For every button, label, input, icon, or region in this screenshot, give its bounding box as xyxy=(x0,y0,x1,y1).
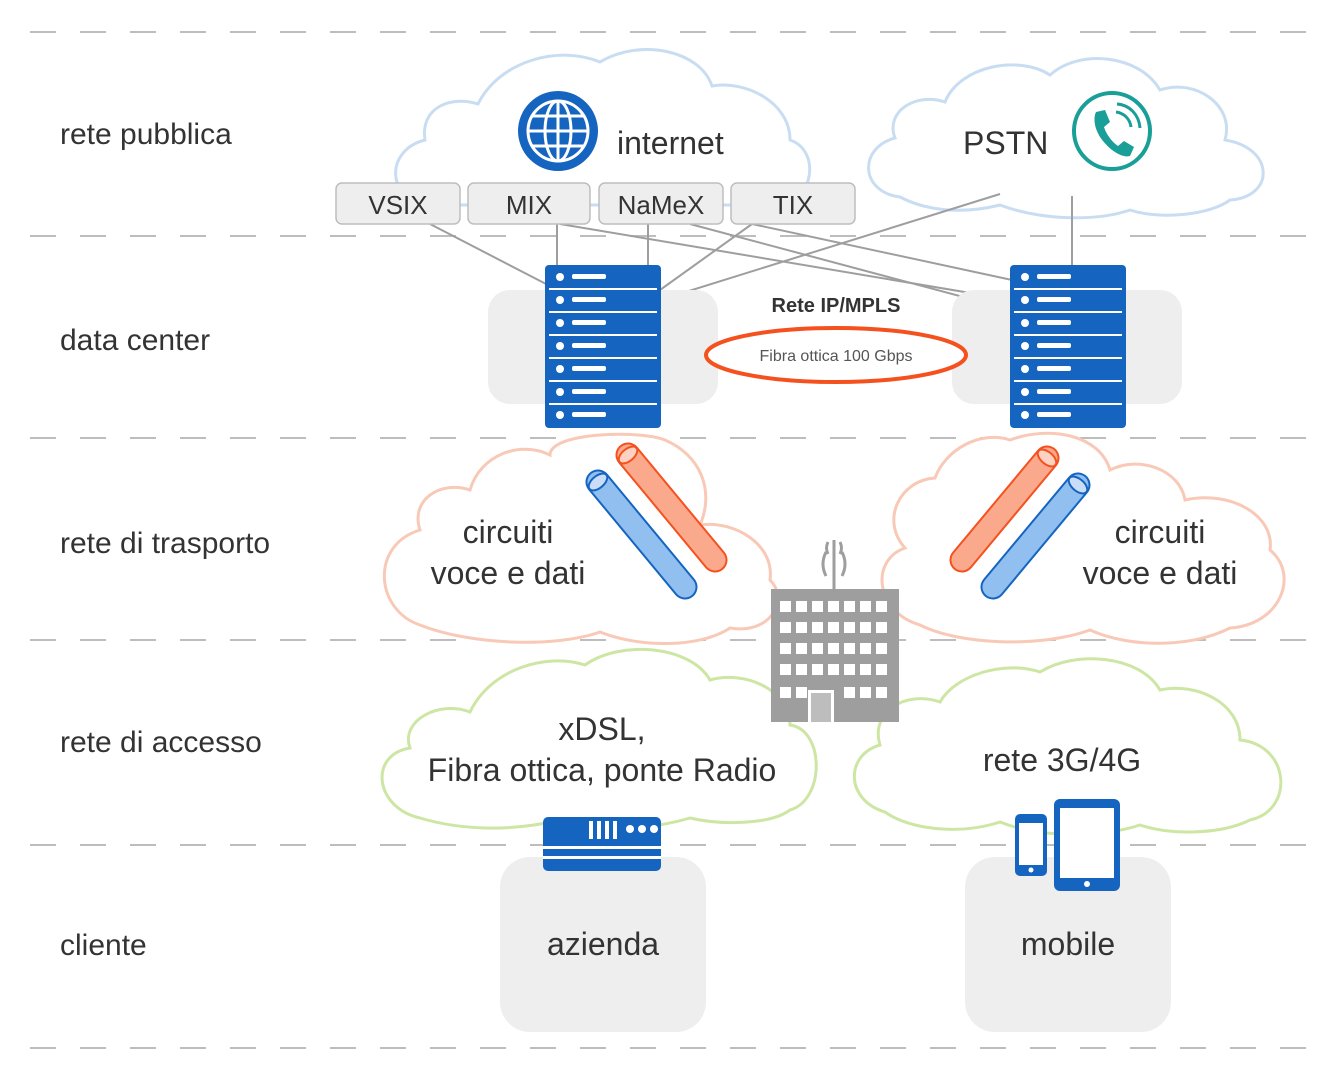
modem-icon xyxy=(543,817,661,871)
layer-label-client: cliente xyxy=(60,929,147,962)
layer-label-public: rete pubblica xyxy=(60,118,232,151)
exchange-label-namex: NaMeX xyxy=(618,190,705,220)
access-left-line1: xDSL, xyxy=(558,711,645,747)
mpls-title: Rete IP/MPLS xyxy=(772,295,901,317)
fiber-tube-icon xyxy=(949,445,1060,573)
access-right-line1: rete 3G/4G xyxy=(983,742,1141,778)
globe-icon xyxy=(518,91,598,171)
transport-left-line1: circuiti xyxy=(463,514,554,550)
transport-left-line2: voce e dati xyxy=(431,555,586,591)
exchange-label-vsix: VSIX xyxy=(368,190,427,220)
client-right-label: mobile xyxy=(1021,926,1115,962)
exchange-label-tix: TIX xyxy=(773,190,813,220)
layer-label-transport: rete di trasporto xyxy=(60,527,270,560)
exchange-label-mix: MIX xyxy=(506,190,552,220)
pstn-label: PSTN xyxy=(963,125,1048,161)
server-rack-icon xyxy=(1010,265,1126,428)
exchange-points: VSIX MIX NaMeX TIX xyxy=(335,182,856,225)
client-panel-left xyxy=(500,857,706,1032)
fiber-tube-icon xyxy=(615,442,728,573)
internet-label: internet xyxy=(617,125,724,161)
transport-right-line2: voce e dati xyxy=(1083,555,1238,591)
exchange-box-tix xyxy=(730,182,856,225)
internet-cloud xyxy=(394,48,812,207)
transport-cloud-left xyxy=(382,432,780,645)
transport-cloud-right xyxy=(880,431,1286,645)
fiber-tube-icon xyxy=(980,472,1091,600)
client-panel-right xyxy=(965,857,1171,1032)
fiber-tube-icon xyxy=(585,469,698,600)
exchange-box-namex xyxy=(598,182,724,225)
client-left-label: azienda xyxy=(547,926,659,962)
tablet-icon xyxy=(1054,799,1120,891)
smartphone-icon xyxy=(1015,814,1047,876)
mpls-subtitle: Fibra ottica 100 Gbps xyxy=(760,348,913,365)
mpls-ring xyxy=(704,326,968,384)
layer-label-datacenter: data center xyxy=(60,324,210,357)
access-left-line2: Fibra ottica, ponte Radio xyxy=(428,752,777,788)
building-icon xyxy=(771,540,899,722)
exchange-box-mix xyxy=(467,182,591,225)
pstn-cloud xyxy=(867,57,1265,220)
exchange-box-vsix xyxy=(335,182,461,225)
phone-icon xyxy=(1072,91,1152,171)
transport-right-line1: circuiti xyxy=(1115,514,1206,550)
server-rack-icon xyxy=(545,265,661,428)
uplink-lines xyxy=(429,193,1073,311)
layer-label-access: rete di accesso xyxy=(60,726,262,759)
